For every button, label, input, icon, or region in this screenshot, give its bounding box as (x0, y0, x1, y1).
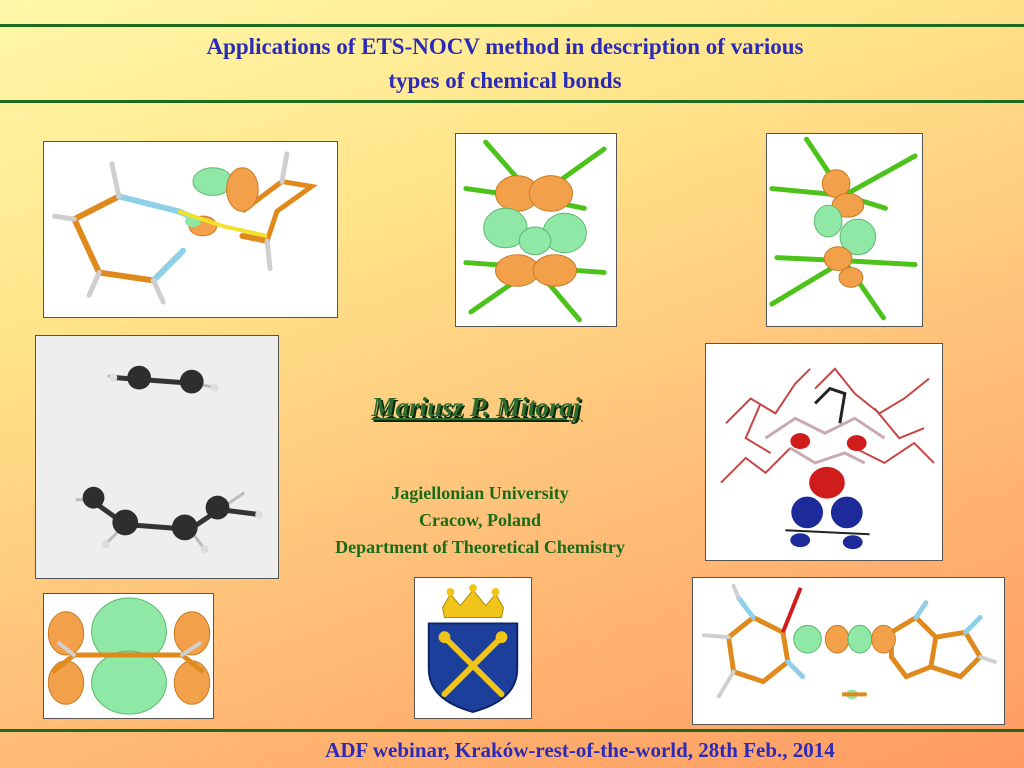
title-line-2: types of chemical bonds (388, 68, 622, 93)
slide-title: Applications of ETS-NOCV method in descr… (0, 30, 1010, 98)
jagiellonian-university-logo (414, 577, 532, 719)
title-rule (0, 100, 1024, 103)
acetylene-butadiene-image (35, 335, 279, 579)
metal-complex-density-image-2 (766, 133, 923, 327)
ethylene-pi-density-image (43, 593, 214, 719)
city-name: Cracow, Poland (418, 510, 541, 530)
base-pair-hydrogen-bond-image (692, 577, 1005, 725)
footer-rule (0, 729, 1024, 732)
metal-complex-density-image-1 (455, 133, 617, 327)
footer-text: ADF webinar, Kraków-rest-of-the-world, 2… (325, 738, 835, 762)
molecule-imidazole-density-image (43, 141, 338, 318)
department-name: Department of Theoretical Chemistry (335, 537, 625, 557)
university-name: Jagiellonian University (391, 483, 569, 503)
metal-cluster-density-image (705, 343, 943, 561)
title-line-1: Applications of ETS-NOCV method in descr… (206, 34, 804, 59)
top-rule (0, 24, 1024, 27)
author-name: Mariusz P. Mitoraj (371, 392, 581, 422)
